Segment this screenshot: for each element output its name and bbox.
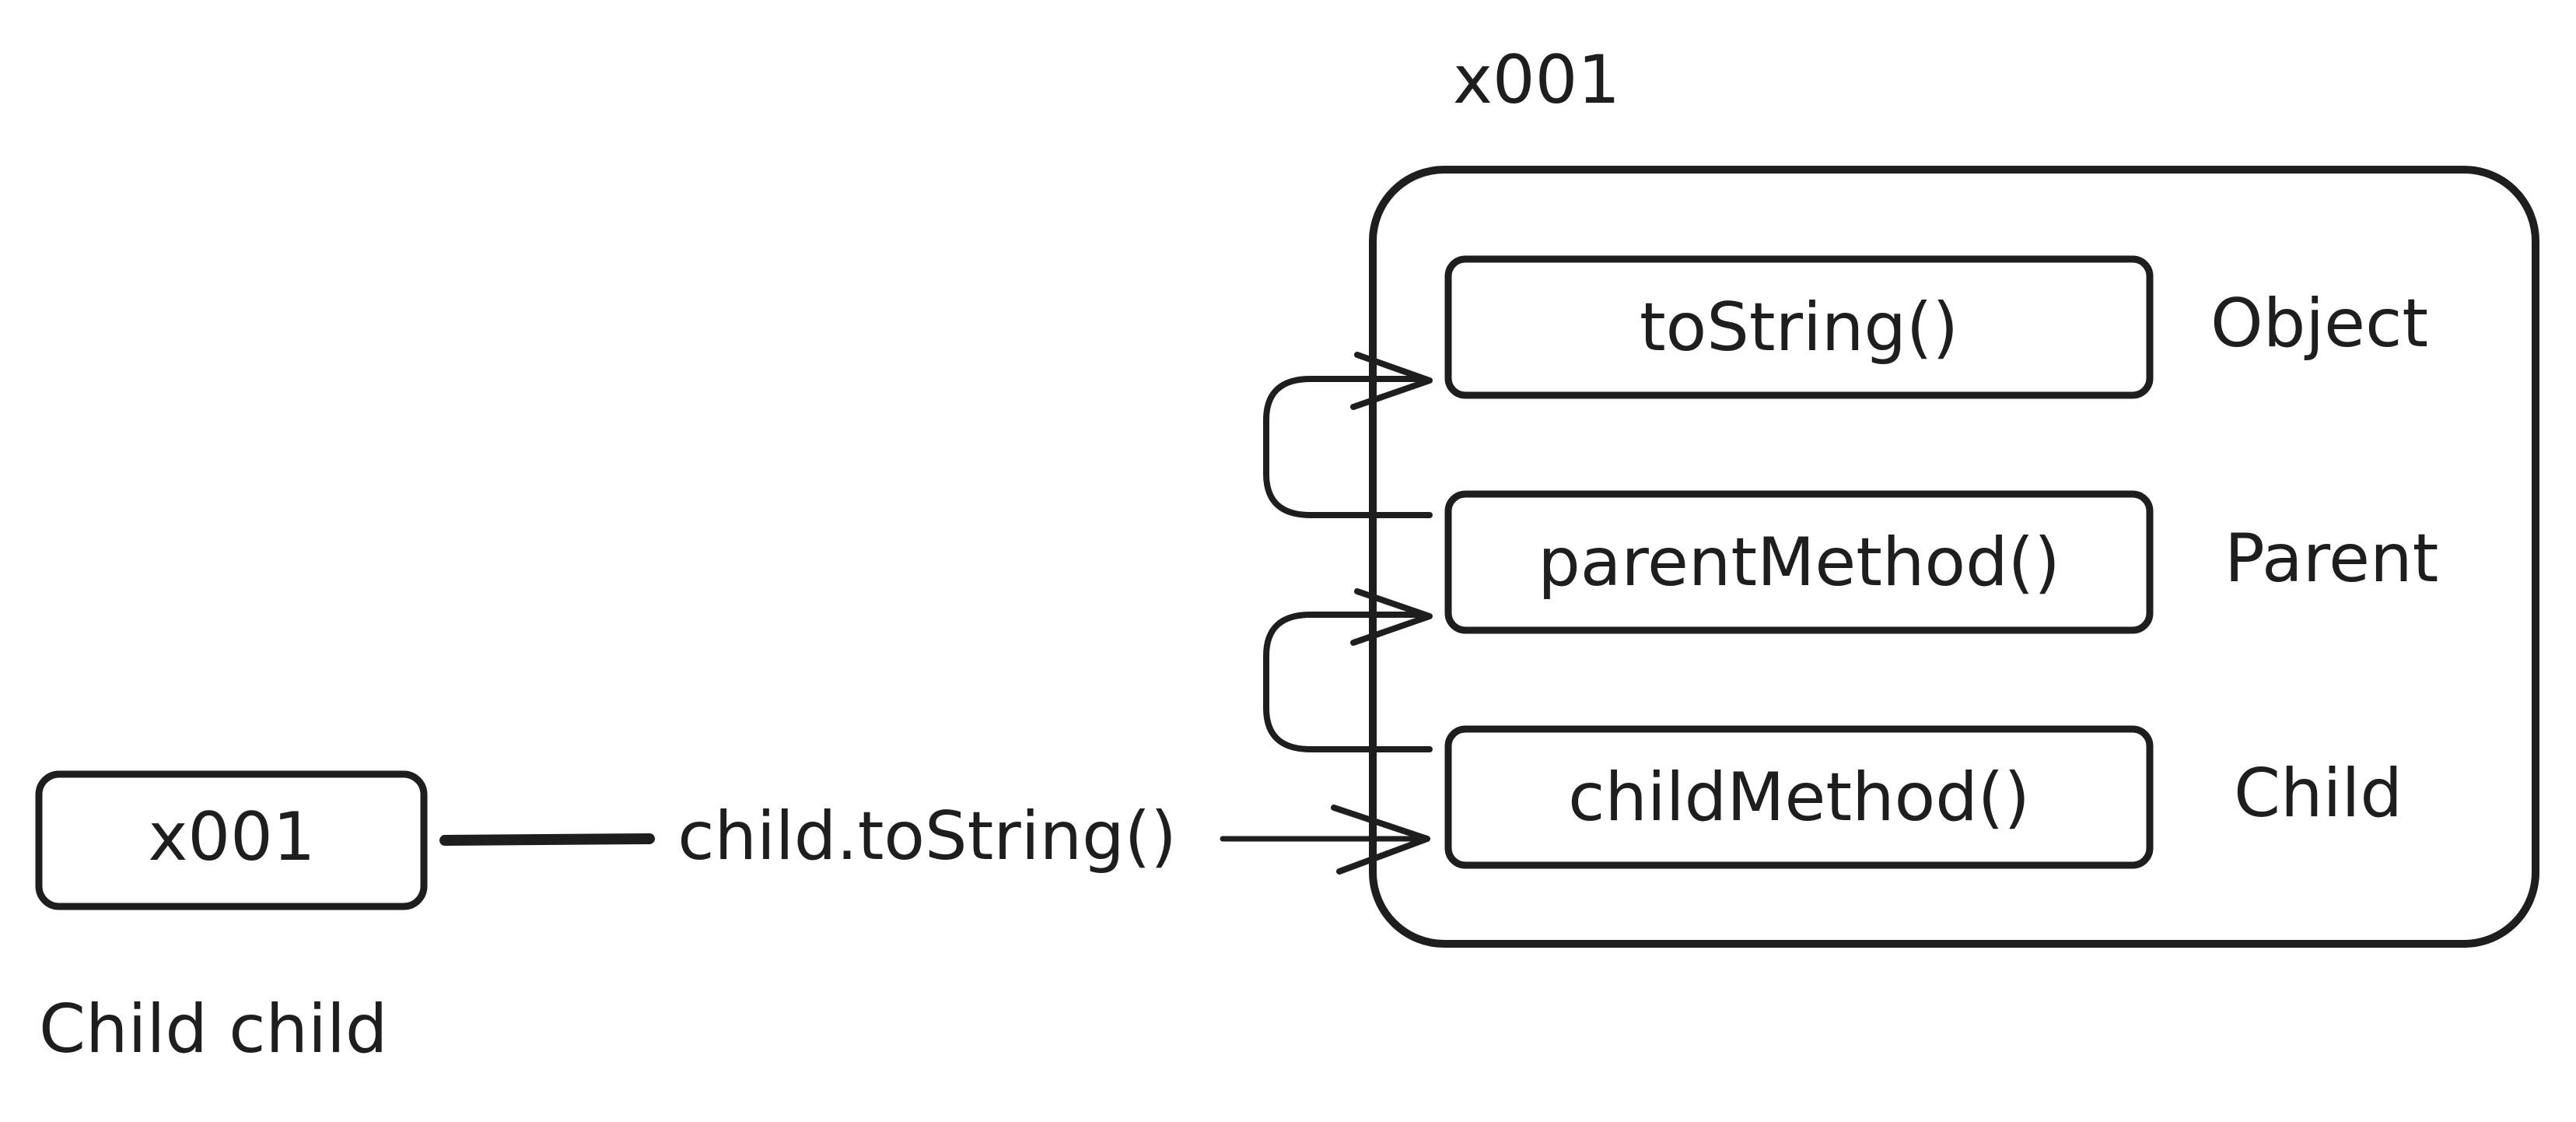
- reference-variable-box: [35, 770, 428, 910]
- method-name-childmethod: childMethod(): [1568, 759, 2030, 836]
- method-box-parentmethod: [1444, 490, 2154, 634]
- reference-variable-address: x001: [148, 798, 315, 876]
- lookup-arrow-parent-to-object-head: [1350, 352, 1433, 410]
- lookup-arrow-parent-to-object: [1263, 376, 1433, 518]
- class-label-object: Object: [2210, 285, 2428, 363]
- call-arrow-head: [1331, 805, 1430, 875]
- variable-declaration-label: Child child: [39, 991, 387, 1068]
- method-box-childmethod: [1444, 725, 2154, 869]
- method-box-tostring: [1444, 255, 2154, 399]
- method-name-tostring: toString(): [1640, 289, 1958, 366]
- class-label-child: Child: [2234, 755, 2403, 833]
- heap-object-box: [1369, 166, 2539, 948]
- heap-object-address: x001: [1453, 41, 1620, 119]
- call-arrow-label: child.toString(): [677, 798, 1177, 875]
- lookup-arrow-child-to-parent-head: [1350, 588, 1433, 646]
- method-name-parentmethod: parentMethod(): [1538, 524, 2060, 601]
- call-arrow-line-left: [439, 833, 655, 846]
- class-label-parent: Parent: [2224, 520, 2438, 598]
- lookup-arrow-child-to-parent: [1263, 612, 1433, 752]
